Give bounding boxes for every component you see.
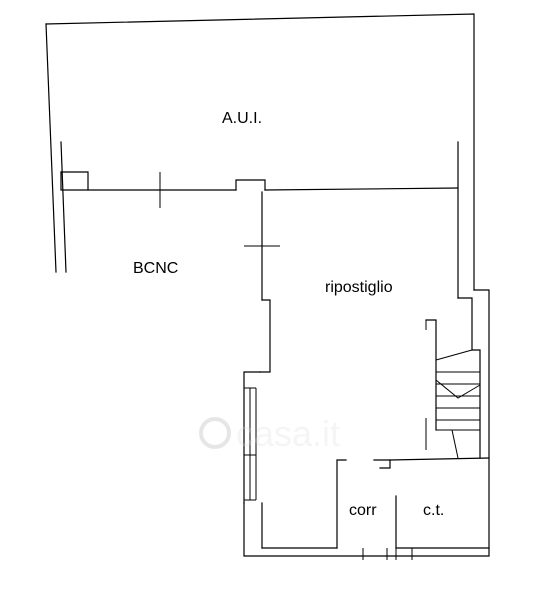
room-label-corr: corr xyxy=(349,502,377,519)
ripostiglio-left-wall xyxy=(244,191,280,373)
room-label-aui: A.U.I. xyxy=(222,110,262,127)
lower-left-wall xyxy=(243,289,490,557)
watermark: casa.it xyxy=(199,413,340,454)
aui-bcnc-wall xyxy=(60,171,459,208)
room-label-ct: c.t. xyxy=(423,502,444,519)
staircase xyxy=(425,297,481,459)
watermark-logo-icon xyxy=(199,417,231,449)
aui-boundary xyxy=(45,13,475,299)
watermark-text: casa.it xyxy=(236,413,340,454)
room-label-ripostiglio: ripostiglio xyxy=(325,279,393,296)
room-label-bcnc: BCNC xyxy=(133,260,178,277)
corr-ct-walls xyxy=(261,457,490,560)
